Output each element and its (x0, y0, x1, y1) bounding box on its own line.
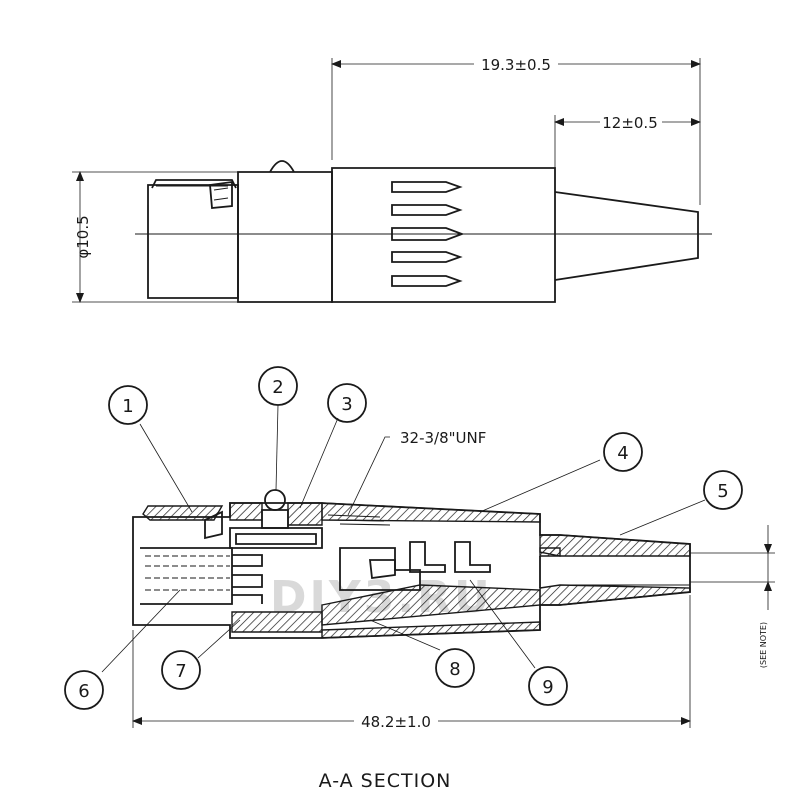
callout-2: 2 (258, 366, 298, 406)
svg-text:4: 4 (617, 443, 628, 464)
section-view (132, 489, 691, 639)
side-view (135, 160, 712, 303)
callout-3: 3 (327, 383, 367, 423)
locking-nub (269, 160, 295, 173)
thread-label: 32-3/8"UNF (400, 429, 486, 447)
svg-text:8: 8 (449, 659, 460, 680)
latch-button (209, 180, 233, 209)
top-dimensions (72, 58, 701, 303)
callout-6: 6 (64, 670, 104, 710)
callout-4: 4 (603, 432, 643, 472)
callout-5: 5 (703, 470, 743, 510)
callout-9: 9 (528, 666, 568, 706)
overall-length-label: 48.2±1.0 (361, 713, 431, 731)
svg-text:2: 2 (272, 377, 283, 398)
svg-text:1: 1 (122, 396, 133, 417)
see-note-label: (SEE NOTE) (759, 622, 768, 668)
grip-slots (391, 181, 465, 287)
svg-text:5: 5 (717, 481, 728, 502)
tail-length-label: 12±0.5 (602, 114, 658, 132)
callout-8: 8 (435, 648, 475, 688)
section-title: A-A SECTION (319, 770, 452, 792)
diameter-label: φ10.5 (74, 215, 92, 258)
thread-callout: 32-3/8"UNF (347, 429, 486, 516)
svg-text:3: 3 (341, 394, 352, 415)
callout-1: 1 (108, 385, 148, 425)
callouts: 1 2 3 4 5 6 7 8 (64, 366, 743, 710)
svg-text:7: 7 (175, 661, 186, 682)
callout-7: 7 (161, 650, 201, 690)
svg-text:6: 6 (78, 681, 89, 702)
overall-length-top-label: 19.3±0.5 (481, 56, 551, 74)
svg-text:9: 9 (542, 677, 553, 698)
